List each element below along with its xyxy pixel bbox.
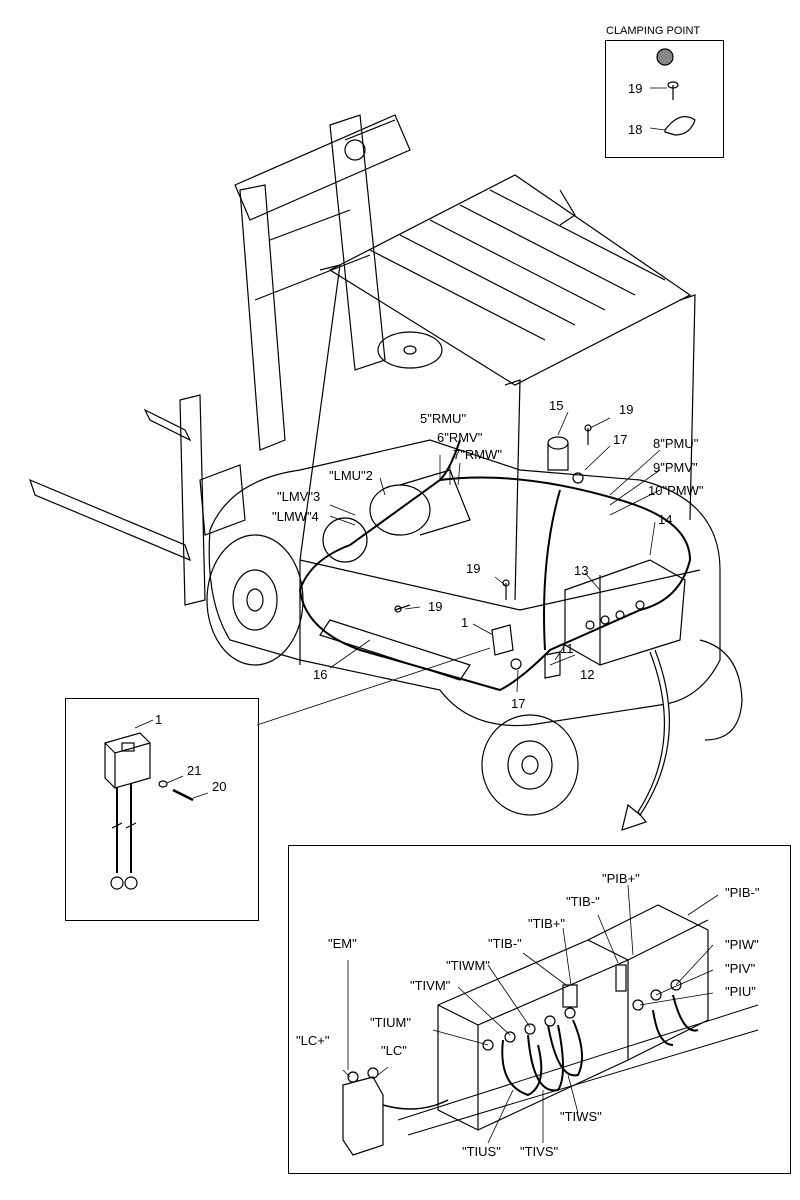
front-wheel <box>206 534 304 666</box>
label-piw: "PIW" <box>725 937 759 952</box>
callout-13: 13 <box>574 563 589 578</box>
label-tivm: "TIVM" <box>410 978 451 993</box>
label-pib-minus: "PIB-" <box>725 885 760 900</box>
label-piv: "PIV" <box>725 961 756 976</box>
callout-8-pmu: 8"PMU" <box>653 436 699 451</box>
part-15 <box>547 436 569 471</box>
overhead-guard <box>299 174 696 601</box>
drive-motor <box>322 469 471 563</box>
bolt-19-mid <box>394 604 411 613</box>
callout-7-rmw: 7"RMW" <box>453 447 502 462</box>
callout-9-pmv: 9"PMV" <box>653 460 698 475</box>
callout-10-pmw: 10"PMW" <box>648 483 704 498</box>
callout-1-main: 1 <box>461 615 469 630</box>
inset-leader-line <box>256 647 491 726</box>
clamping-point-title: CLAMPING POINT <box>606 25 701 37</box>
callout-4-lmw: "LMW"4 <box>272 509 319 524</box>
label-tib-minus-2: "TIB-" <box>488 936 522 951</box>
connector-callout-20: 20 <box>212 779 227 794</box>
callout-2-lmu: "LMU"2 <box>329 468 373 483</box>
clamp-point-symbol <box>656 48 674 66</box>
label-tib-plus: "TIB+" <box>528 916 566 931</box>
rear-wheel <box>481 714 579 816</box>
label-lc-plus: "LC+" <box>296 1033 330 1048</box>
label-lc: "LC" <box>381 1043 407 1058</box>
controller-detail-drawing <box>342 884 759 1156</box>
label-em: "EM" <box>328 936 357 951</box>
truck-body <box>208 439 721 727</box>
callout-14: 14 <box>658 512 673 527</box>
callout-11: 11 <box>560 641 574 656</box>
callout-19-mid: 19 <box>428 599 443 614</box>
callout-19-left: 19 <box>466 561 481 576</box>
callout-3-lmv: "LMV"3 <box>277 489 321 504</box>
label-tivs: "TIVS" <box>520 1144 559 1159</box>
bolt-19-left <box>502 579 510 600</box>
detail-arrow <box>621 649 670 831</box>
clamp-callout-19: 19 <box>628 81 643 96</box>
plate-16 <box>319 619 471 681</box>
label-piu: "PIU" <box>725 984 756 999</box>
clamp-17 <box>510 472 584 670</box>
label-tium: "TIUM" <box>370 1015 411 1030</box>
controller-detail-inset <box>288 845 791 1174</box>
callout-15: 15 <box>549 398 564 413</box>
steering-wheel <box>377 331 443 369</box>
callout-16: 16 <box>313 667 328 682</box>
label-tiws: "TIWS" <box>560 1109 602 1124</box>
label-tib-minus-1: "TIB-" <box>566 894 600 909</box>
connector-callout-1: 1 <box>155 712 163 727</box>
label-pib-plus: "PIB+" <box>602 871 640 886</box>
label-tius: "TIUS" <box>462 1144 501 1159</box>
callout-19-upper: 19 <box>619 402 634 417</box>
callout-6-rmv: 6"RMV" <box>437 430 483 445</box>
mast <box>234 114 411 451</box>
label-tiwm: "TIWM" <box>446 958 490 973</box>
bolt-19-upper <box>584 424 592 445</box>
callout-5-rmu: 5"RMU" <box>420 411 467 426</box>
leader-lines <box>329 411 661 693</box>
connector-callout-21: 21 <box>187 763 202 778</box>
clamping-point-drawing <box>649 48 696 136</box>
connector-inset <box>65 698 259 921</box>
contactor-12 <box>544 651 561 679</box>
callout-12: 12 <box>580 667 595 682</box>
callout-17-upper: 17 <box>613 432 628 447</box>
clamping-point-header-line <box>605 40 722 41</box>
connector-part-1 <box>491 624 514 656</box>
connector-drawing <box>104 719 209 890</box>
forks <box>29 394 246 606</box>
clamp-callout-18: 18 <box>628 122 643 137</box>
callout-17-lower: 17 <box>511 696 526 711</box>
rear-wheel-right <box>699 639 743 741</box>
